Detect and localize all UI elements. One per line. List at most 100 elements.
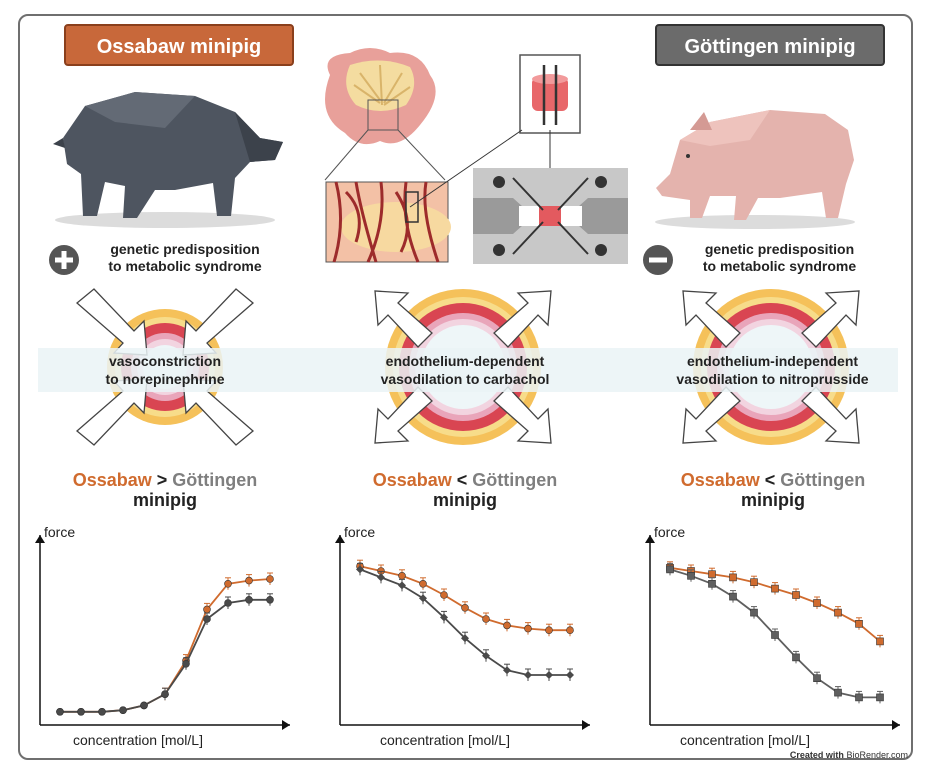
x-axis-label: concentration [mol/L] [680, 732, 810, 748]
data-point [440, 591, 448, 599]
data-point [834, 608, 842, 617]
response-label-band [38, 348, 898, 392]
comparison-operator: < [764, 470, 776, 490]
response-norepinephrine-line1: vasoconstriction [108, 353, 222, 369]
data-point [876, 693, 884, 702]
response-carbachol: endothelium-dependent vasodilation to ca… [355, 352, 575, 388]
data-point [813, 674, 821, 682]
comparison-carbachol: Ossabaw < Göttingen minipig [340, 470, 590, 510]
heart-vessel-illustration [325, 48, 436, 145]
chart-nitroprusside [645, 535, 900, 730]
data-point [356, 565, 364, 574]
data-point [729, 573, 737, 582]
data-point [855, 693, 863, 702]
ossabaw-pig-illustration [53, 92, 283, 228]
comparison-nitroprusside: Ossabaw < Göttingen minipig [648, 470, 898, 510]
ring-segment-icon [519, 54, 581, 134]
data-point [398, 581, 406, 590]
data-point [377, 573, 385, 582]
comparison-subject: minipig [433, 490, 497, 510]
wire-myograph-illustration [473, 168, 628, 264]
comparison-ossabaw: Ossabaw [72, 470, 152, 490]
comparison-operator: > [156, 470, 168, 490]
response-norepinephrine-line2: to norepinephrine [105, 371, 225, 387]
data-point [182, 660, 190, 668]
data-point [792, 653, 800, 662]
ossabaw-title: Ossabaw minipig [64, 24, 294, 66]
gottingen-predisposition: genetic predisposition to metabolic synd… [672, 241, 887, 275]
data-point [440, 613, 448, 622]
response-nitroprusside-line1: endothelium-independent [686, 353, 859, 369]
y-axis-arrow [35, 535, 45, 543]
x-axis-label: concentration [mol/L] [73, 732, 203, 748]
y-axis-label: force [654, 524, 686, 540]
data-point [771, 584, 779, 593]
biorender-credit: Created with BioRender.com [790, 750, 908, 760]
data-point [524, 624, 532, 633]
data-point [482, 615, 490, 623]
ossabaw-predisposition-line1: genetic predisposition [110, 241, 260, 257]
data-point [566, 626, 574, 634]
comparison-gottingen: Göttingen [780, 470, 866, 490]
series-line [359, 565, 570, 632]
data-point [545, 671, 553, 679]
data-point [792, 591, 800, 599]
comparison-ossabaw: Ossabaw [372, 470, 452, 490]
x-axis-label: concentration [mol/L] [380, 732, 510, 748]
data-point [203, 615, 211, 623]
data-point [524, 671, 532, 679]
data-point [56, 708, 64, 716]
credit-prefix: Created with [789, 750, 844, 760]
comparison-gottingen: Göttingen [472, 470, 558, 490]
comparison-subject: minipig [741, 490, 805, 510]
x-axis-arrow [582, 720, 590, 730]
data-point [482, 651, 490, 660]
data-point [771, 631, 779, 639]
ossabaw-predisposition: genetic predisposition to metabolic synd… [80, 241, 290, 275]
gottingen-pig-illustration [655, 110, 855, 229]
data-point [729, 592, 737, 601]
series-line [359, 568, 570, 676]
data-point [461, 604, 469, 612]
data-point [203, 605, 211, 614]
chart-carbachol [335, 535, 590, 730]
ossabaw-predisposition-line2: to metabolic syndrome [108, 258, 262, 274]
x-axis-arrow [892, 720, 900, 730]
data-point [161, 690, 169, 698]
y-axis-arrow [335, 535, 345, 543]
data-point [419, 594, 427, 603]
data-point [419, 579, 427, 588]
data-point [245, 576, 253, 585]
data-point [750, 608, 758, 617]
gottingen-title: Göttingen minipig [655, 24, 885, 66]
response-norepinephrine: vasoconstriction to norepinephrine [70, 352, 260, 388]
comparison-ossabaw: Ossabaw [680, 470, 760, 490]
response-carbachol-line1: endothelium-dependent [385, 353, 545, 369]
data-point [834, 688, 842, 697]
comparison-norepinephrine: Ossabaw > Göttingen minipig [40, 470, 290, 510]
data-point [750, 578, 758, 587]
data-point [140, 701, 148, 710]
comparison-operator: < [456, 470, 468, 490]
data-point [77, 708, 85, 716]
data-point [876, 637, 884, 646]
data-point [687, 571, 695, 580]
minus-icon [643, 245, 673, 275]
plus-icon [49, 245, 79, 275]
data-point [119, 706, 127, 714]
data-point [224, 599, 232, 607]
data-point [566, 671, 574, 679]
data-point [245, 596, 253, 604]
y-axis-label: force [44, 524, 76, 540]
data-point [398, 571, 406, 580]
data-point [708, 570, 716, 579]
data-point [503, 666, 511, 675]
response-carbachol-line2: vasodilation to carbachol [380, 371, 550, 387]
credit-brand: BioRender.com [846, 750, 908, 760]
gottingen-predisposition-line1: genetic predisposition [704, 241, 855, 257]
data-point [224, 579, 232, 588]
myograph-connectors [409, 129, 551, 208]
response-nitroprusside-line2: vasodilation to nitroprusside [676, 371, 869, 387]
y-axis-label: force [344, 524, 376, 540]
data-point [266, 575, 274, 583]
